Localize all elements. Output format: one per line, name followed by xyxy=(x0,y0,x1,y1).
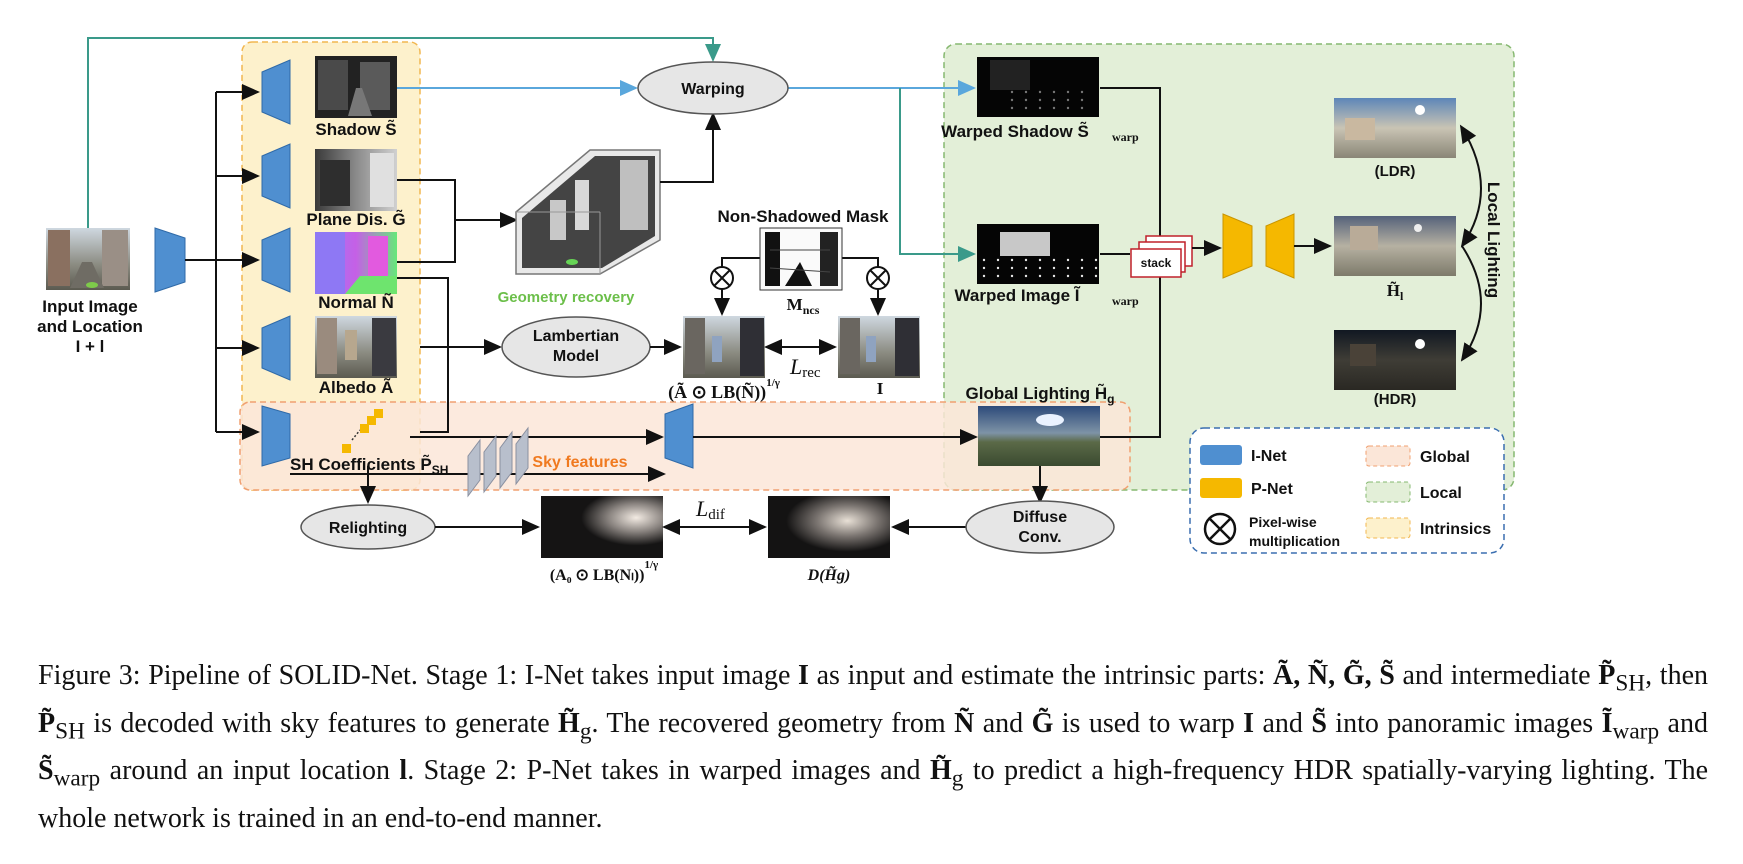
warped-shadow-image xyxy=(977,57,1099,117)
warped-image-label: Warped Image Ĩ xyxy=(954,285,1080,305)
warped-shadow-label: Warped Shadow S̃ xyxy=(941,121,1089,141)
hdr-label: (HDR) xyxy=(1374,391,1417,408)
legend-pnet-label: P-Net xyxy=(1251,481,1293,498)
legend-global-swatch xyxy=(1365,445,1411,467)
ldif-label: Ldif xyxy=(695,496,725,523)
stack-label: stack xyxy=(1141,256,1172,270)
geometry-label: Geometry recovery xyxy=(498,289,635,306)
local-arrow-top xyxy=(1459,124,1482,248)
plane-decoder xyxy=(261,143,291,209)
stack-block xyxy=(1130,235,1193,278)
local-arrow-bottom xyxy=(1460,245,1482,362)
lambertian-node xyxy=(501,316,651,378)
lambertian-label-2: Model xyxy=(553,348,599,365)
shared-encoder xyxy=(154,227,186,293)
diffuse-conv-node xyxy=(965,500,1115,554)
albedo-image xyxy=(315,316,397,378)
reconstruction-image xyxy=(683,316,765,378)
shadow-decoder xyxy=(261,59,291,125)
legend-intrinsics-swatch xyxy=(1365,517,1411,539)
input-label-1: Input Image xyxy=(42,297,137,316)
nonshadow-label: Non-Shadowed Mask xyxy=(718,207,890,226)
sky-decoder xyxy=(664,403,694,469)
diffuse-label-2: Conv. xyxy=(1018,529,1061,546)
input-label-2: and Location xyxy=(37,317,143,336)
figure-caption: Figure 3: Pipeline of SOLID-Net. Stage 1… xyxy=(38,660,1709,834)
nonshadow-mask-image xyxy=(759,227,843,291)
ldr-label: (LDR) xyxy=(1375,163,1416,180)
warping-to-warped-image-arrow xyxy=(899,88,976,262)
shadow-label: Shadow S̃ xyxy=(315,119,396,139)
plane-label: Plane Dis. G̃ xyxy=(306,209,405,229)
warped-shadow-sub: warp xyxy=(1112,130,1139,144)
lrec-label: Lrec xyxy=(789,354,821,381)
albedo-decoder xyxy=(261,315,291,381)
albedo-label: Albedo Ã xyxy=(319,377,394,397)
input-label-3: I + l xyxy=(76,337,105,356)
ldr-panorama xyxy=(1334,98,1456,158)
geometry-recovery-3d xyxy=(515,149,661,275)
hl-label: H̃l xyxy=(1387,280,1404,303)
legend-pw-label-2: multiplication xyxy=(1249,533,1340,549)
legend-inet-label: I-Net xyxy=(1251,448,1287,465)
warping-node xyxy=(637,61,789,115)
geometry-to-warping-arrow xyxy=(660,112,721,183)
shadow-image xyxy=(315,56,397,118)
sky-feature-maps xyxy=(467,426,529,498)
legend-inet-swatch xyxy=(1200,445,1242,465)
sky-features-label: Sky features xyxy=(532,454,627,471)
dhg-label: D(H̃g) xyxy=(807,565,851,584)
sh-coefficient-cubes xyxy=(342,409,383,453)
mncs-label: Mncs xyxy=(787,295,820,317)
legend-pnet-swatch xyxy=(1200,478,1242,498)
recon-formula: (Ã ⊙ LB(Ñ))1/γ xyxy=(668,377,780,403)
plane-distance-image xyxy=(315,149,397,211)
pnet-decoder xyxy=(1265,213,1295,279)
a0-formula: (A₀ ⊙ LB(Nₗ))1/γ xyxy=(550,559,658,584)
relit-diffuse-image xyxy=(541,496,663,558)
normal-label: Normal Ñ xyxy=(318,292,394,312)
ground-truth-label: I xyxy=(877,379,884,398)
diffuse-conv-image xyxy=(768,496,890,558)
legend-local-label: Local xyxy=(1420,485,1462,502)
legend-local-swatch xyxy=(1365,481,1411,503)
normal-image xyxy=(315,232,397,294)
warped-image-sub: warp xyxy=(1112,294,1139,308)
ground-truth-image xyxy=(838,316,920,378)
hdr-panorama xyxy=(1334,330,1456,390)
lambertian-label-1: Lambertian xyxy=(533,328,619,345)
pnet-encoder xyxy=(1222,213,1253,279)
hl-panorama xyxy=(1334,216,1456,276)
global-lighting-label: Global Lighting H̃g xyxy=(966,383,1115,406)
input-image xyxy=(46,228,130,290)
normal-decoder xyxy=(261,227,291,293)
diffuse-label-1: Diffuse xyxy=(1013,509,1067,526)
legend-intrinsics-label: Intrinsics xyxy=(1420,521,1491,538)
local-lighting-label: Local Lighting xyxy=(1484,182,1503,298)
sh-decoder xyxy=(261,405,291,467)
relighting-label: Relighting xyxy=(329,520,407,537)
legend-pw-label-1: Pixel-wise xyxy=(1249,514,1317,530)
warped-image-image xyxy=(977,224,1099,284)
legend-box xyxy=(1189,427,1505,554)
legend-global-label: Global xyxy=(1420,449,1470,466)
warping-label: Warping xyxy=(681,81,744,98)
global-lighting-image xyxy=(978,406,1100,466)
teal-arrow-top xyxy=(87,37,721,232)
